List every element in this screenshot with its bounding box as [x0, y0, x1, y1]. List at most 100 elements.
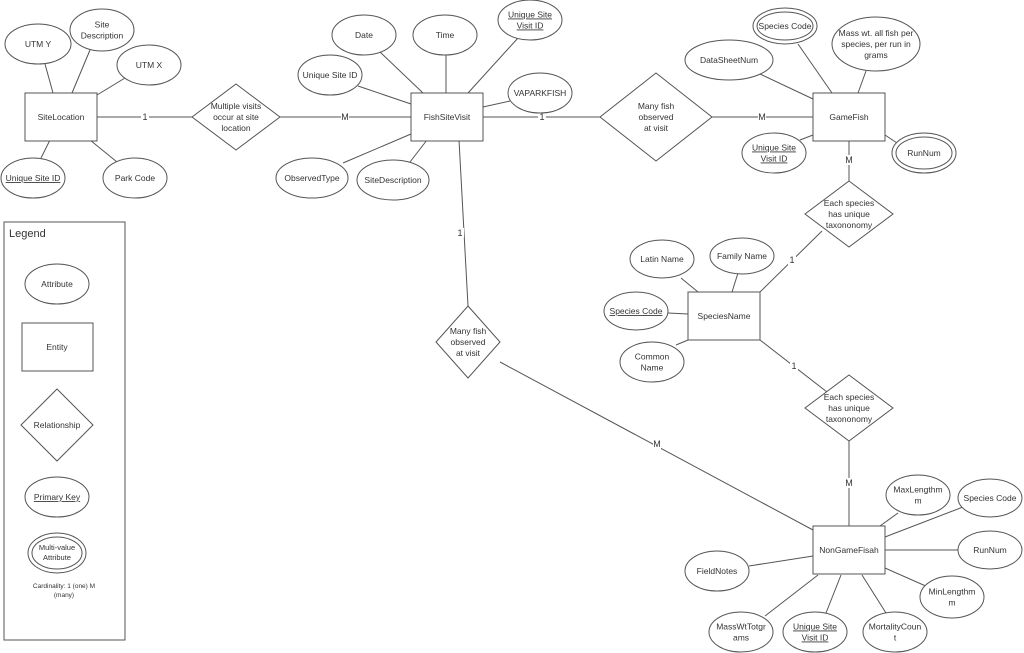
entity-label: SpeciesName	[698, 311, 751, 321]
attribute-text: Site	[95, 20, 110, 30]
attribute-attribute: UTM Y	[4, 23, 72, 65]
cardinality-label: 1	[457, 228, 462, 238]
cardinality-bg	[653, 439, 661, 449]
attribute-text: Latin Name	[640, 254, 684, 264]
legend-primary-key-shape	[24, 476, 90, 518]
attribute-text: FieldNotes	[697, 566, 738, 576]
entity-box	[24, 92, 98, 142]
entity-label: NonGameFisah	[819, 545, 879, 555]
cardinality-label: 1	[791, 361, 796, 371]
relationship-text: Multiple visits	[211, 101, 262, 111]
relationship-text: taxononomy	[826, 220, 873, 230]
attribute-primary-key: Unique SiteVisit ID	[497, 0, 563, 41]
attribute-connector	[96, 77, 126, 96]
attribute-text: MassWtTotgr	[716, 622, 766, 632]
cardinality-bg	[758, 112, 766, 122]
attribute-ellipse	[507, 72, 573, 114]
relationship-text: occur at site	[213, 112, 259, 122]
connector-fish_site_visit-rel_nongamefish	[458, 139, 469, 307]
attribute-connector	[764, 574, 819, 617]
attribute-attribute: Park Code	[102, 157, 168, 199]
attribute-attribute: RunNum	[957, 530, 1023, 570]
attribute-text: Date	[355, 30, 373, 40]
attribute-connector	[759, 73, 814, 100]
attribute-connector	[409, 139, 428, 163]
entity-species-name: SpeciesName	[687, 291, 761, 341]
attribute-text: Common	[635, 352, 670, 362]
attribute-text: MinLengthm	[929, 587, 976, 597]
attribute-connector	[40, 139, 51, 159]
attribute-ellipse	[297, 54, 363, 96]
attribute-text: ams	[733, 633, 749, 643]
attribute-text: m	[914, 496, 921, 506]
relationship-diamond	[804, 180, 894, 248]
entity-site-location: SiteLocation	[24, 92, 98, 142]
attribute-connector	[89, 139, 118, 163]
legend-attribute-shape	[24, 263, 90, 305]
attribute-connector	[879, 512, 899, 527]
attribute-ellipse	[684, 39, 774, 81]
relationship-text: at visit	[456, 348, 481, 358]
legend-multi-value-label-1: Multi-value	[39, 543, 75, 552]
cardinality-label: M	[845, 155, 853, 165]
relationship-diamond	[435, 305, 501, 379]
attribute-ellipse	[782, 611, 848, 653]
entity-label: GameFish	[829, 112, 868, 122]
legend-multi-value-inner	[31, 536, 83, 570]
attribute-connector	[825, 574, 842, 614]
relationship-text: Many fish	[450, 326, 487, 336]
cardinality-label: 1	[142, 112, 147, 122]
relationship-text: taxononomy	[826, 414, 873, 424]
attribute-ellipse	[831, 16, 921, 72]
attribute-text: RunNum	[973, 545, 1007, 555]
attribute-text: RunNum	[907, 148, 941, 158]
attribute-text: Visit ID	[761, 154, 788, 164]
attribute-ellipse	[709, 237, 775, 275]
attribute-ellipse	[497, 0, 563, 41]
relationship-diamond	[191, 83, 281, 151]
attribute-text: MaxLengthm	[893, 485, 942, 495]
relationship-text: Each species	[824, 392, 875, 402]
attribute-ellipse	[862, 611, 928, 653]
entity-box	[812, 92, 886, 142]
relationship-text: at visit	[644, 123, 669, 133]
attribute-connector	[482, 100, 511, 108]
attribute-connector	[379, 51, 424, 94]
attribute-ellipse	[0, 157, 66, 199]
attribute-ellipse	[919, 575, 985, 619]
attribute-ellipse	[275, 157, 349, 199]
attribute-connector	[884, 506, 964, 538]
attribute-attribute: VAPARKFISH	[507, 72, 573, 114]
relationship-text: location	[221, 123, 251, 133]
legend-entity-shape	[21, 322, 94, 372]
cardinality-bg	[456, 228, 464, 238]
cardinality-label: M	[653, 439, 661, 449]
attribute-text: UTM Y	[25, 39, 52, 49]
cardinality-bg	[788, 255, 796, 265]
attribute-attribute: SiteDescription	[356, 159, 430, 201]
attribute-attribute: Time	[412, 14, 478, 56]
attribute-primary-key: Species Code	[603, 291, 669, 331]
relationship-text: has unique	[828, 403, 870, 413]
attribute-ellipse	[741, 132, 807, 174]
relationship-diamond	[599, 72, 713, 162]
attribute-ellipse	[619, 341, 685, 383]
attribute-connector	[731, 272, 739, 293]
attribute-ellipse	[629, 239, 695, 279]
attribute-text: Species Code	[964, 493, 1017, 503]
attribute-attribute: Date	[331, 14, 397, 56]
legend-cardinality-2: (many)	[54, 592, 74, 599]
attribute-text: m	[948, 598, 955, 608]
attribute-text: Description	[81, 31, 124, 41]
cardinality-label: 1	[789, 255, 794, 265]
attribute-connector	[857, 70, 867, 94]
relationship-text: has unique	[828, 209, 870, 219]
attribute-ellipse	[412, 14, 478, 56]
